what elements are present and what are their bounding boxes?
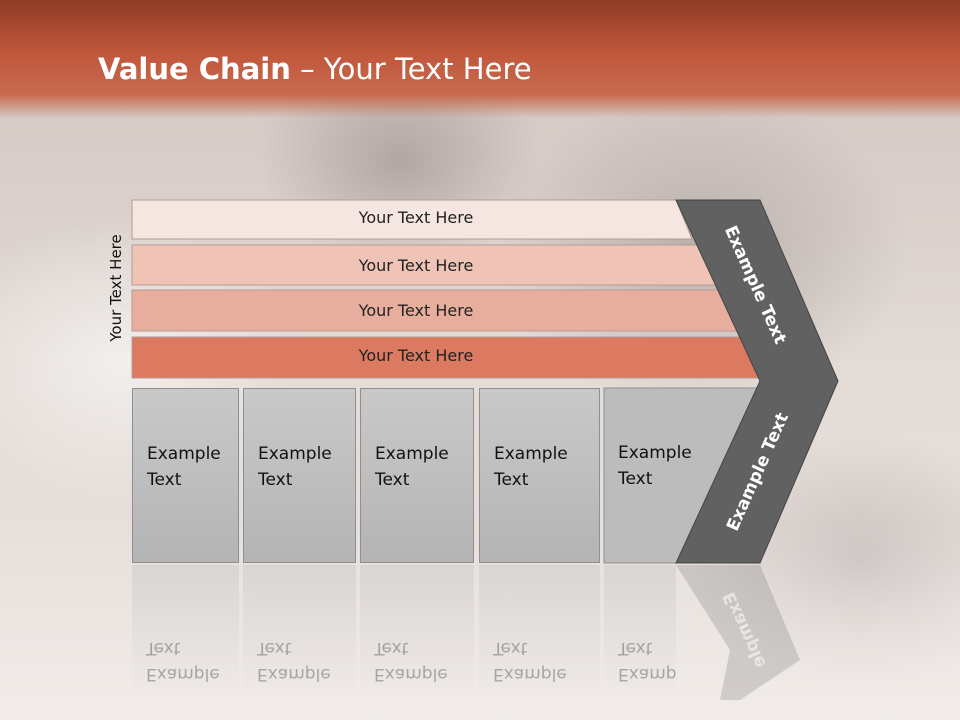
- bar-label-3: Your Text Here: [358, 301, 474, 320]
- box-3-line2: Text: [375, 470, 410, 490]
- header-band: [0, 0, 960, 118]
- box-2-line1: Example: [258, 444, 332, 464]
- box-4-line2: Text: [494, 470, 529, 490]
- box-1-reflection: Example Text: [132, 565, 239, 695]
- slide-title: Value Chain – Your Text Here: [98, 52, 532, 86]
- box-4-line1: Example: [494, 444, 568, 464]
- box-5-line1: Example: [618, 443, 692, 463]
- box-2-refl-line2: Text: [257, 638, 292, 658]
- box-1-line2: Text: [147, 470, 182, 490]
- box-2-line2: Text: [258, 470, 293, 490]
- box-4-refl-line1: Example: [493, 664, 567, 684]
- box-2-refl-line1: Example: [257, 664, 331, 684]
- box-4-refl-line2: Text: [493, 638, 528, 658]
- box-5-reflection: Example Text: [604, 565, 676, 695]
- bar-label-1: Your Text Here: [358, 208, 474, 227]
- box-1-line1: Example: [147, 444, 221, 464]
- box-3-refl-line1: Example: [374, 664, 448, 684]
- title-bold: Value Chain: [98, 52, 291, 86]
- chevron-reflection: [676, 565, 800, 700]
- bar-label-2: Your Text Here: [358, 256, 474, 275]
- box-3-line1: Example: [375, 444, 449, 464]
- box-5-line2: Text: [618, 469, 653, 489]
- box-5-refl-line1: Example: [618, 664, 676, 684]
- bar-1[interactable]: [131, 199, 693, 240]
- box-5-refl-line2: Text: [618, 638, 653, 658]
- box-2-reflection: Example Text: [243, 565, 356, 695]
- bar-label-4: Your Text Here: [358, 346, 474, 365]
- box-4-reflection: Example Text: [479, 565, 600, 695]
- box-3-refl-line2: Text: [374, 638, 409, 658]
- chevron-arrow[interactable]: [675, 199, 839, 564]
- box-1-refl-line2: Text: [146, 638, 181, 658]
- box-1-refl-line1: Example: [146, 664, 220, 684]
- title-rest: – Your Text Here: [290, 52, 532, 86]
- box-3-reflection: Example Text: [360, 565, 474, 695]
